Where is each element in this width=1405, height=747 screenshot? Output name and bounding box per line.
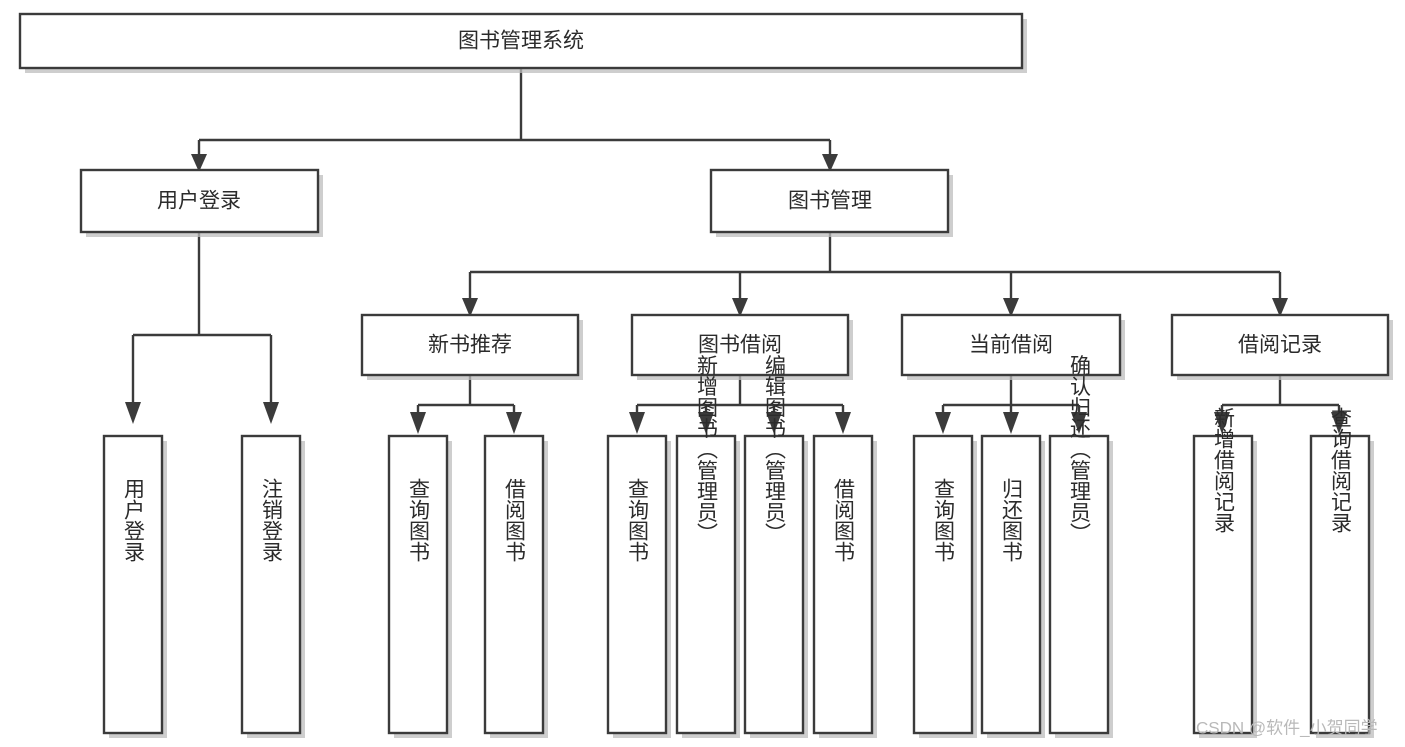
arrow-head-leaf-return-book	[1003, 412, 1019, 434]
node-leaf-borrow-book-1-box[interactable]	[483, 434, 545, 735]
node-borrow-record-label: 借阅记录	[1238, 334, 1322, 357]
node-leaf-query-book-2[interactable]: 查询图书	[606, 434, 671, 738]
node-leaf-edit-book-label: 编辑图书（管理员）	[763, 355, 787, 544]
node-borrow-record-box[interactable]	[1170, 313, 1390, 377]
node-leaf-logout-login-label: 注销登录	[260, 478, 284, 562]
node-new-book-rec-label: 新书推荐	[428, 334, 512, 357]
node-leaf-add-book-box[interactable]	[675, 434, 737, 735]
arrow-head-leaf-query-book-1	[410, 412, 426, 434]
node-leaf-borrow-book-2-label: 借阅图书	[832, 478, 856, 562]
node-leaf-borrow-book-1-label: 借阅图书	[503, 478, 527, 562]
node-leaf-query-book-3-box[interactable]	[912, 434, 974, 735]
arrow-head-new-book-rec	[462, 298, 478, 317]
node-current-borrow-label: 当前借阅	[969, 334, 1053, 357]
arrow-head-leaf-confirm-return	[1071, 412, 1087, 434]
arrow-head-leaf-query-book-3	[935, 412, 951, 434]
arrow-head-book-manage	[822, 154, 838, 172]
node-leaf-query-book-3[interactable]: 查询图书	[912, 434, 977, 738]
node-root-box[interactable]	[18, 12, 1024, 70]
arrow-head-leaf-logout-login	[263, 402, 279, 424]
node-leaf-query-record[interactable]: 查询借阅记录	[1309, 407, 1374, 738]
node-leaf-confirm-return-label: 确认归还（管理员）	[1068, 355, 1092, 544]
node-leaf-borrow-book-2[interactable]: 借阅图书	[812, 434, 877, 738]
arrow-head-leaf-query-record	[1331, 412, 1347, 434]
node-root[interactable]: 图书管理系统	[18, 12, 1027, 73]
node-leaf-add-record-label: 新增借阅记录	[1212, 407, 1236, 533]
arrow-head-leaf-user-login	[125, 402, 141, 424]
node-leaf-user-login-label: 用户登录	[122, 478, 146, 562]
arrow-head-leaf-borrow-book-1	[506, 412, 522, 434]
node-root-label: 图书管理系统	[458, 30, 584, 53]
node-leaf-query-book-2-label: 查询图书	[626, 478, 650, 562]
node-leaf-logout-login[interactable]: 注销登录	[240, 434, 305, 738]
arrow-head-borrow-record	[1272, 298, 1288, 317]
node-book-borrow[interactable]: 图书借阅	[630, 313, 853, 380]
arrow-head-leaf-edit-book	[766, 412, 782, 434]
node-leaf-query-book-1[interactable]: 查询图书	[387, 434, 452, 738]
node-leaf-add-book-label: 新增图书（管理员）	[695, 355, 719, 544]
watermark-label: CSDN @软件_小贺同学	[1196, 718, 1378, 737]
node-book-borrow-label: 图书借阅	[698, 334, 782, 357]
node-leaf-query-book-2-box[interactable]	[606, 434, 668, 735]
arrow-head-leaf-borrow-book-2	[835, 412, 851, 434]
node-leaf-return-book[interactable]: 归还图书	[980, 434, 1045, 738]
node-new-book-rec[interactable]: 新书推荐	[360, 313, 583, 380]
node-leaf-query-book-3-label: 查询图书	[932, 478, 956, 562]
node-book-manage-box[interactable]	[709, 168, 950, 234]
node-leaf-query-record-box[interactable]	[1309, 434, 1371, 735]
node-leaf-logout-login-box[interactable]	[240, 434, 302, 735]
connector-layer	[125, 68, 1347, 434]
node-leaf-borrow-book-2-box[interactable]	[812, 434, 874, 735]
node-leaf-confirm-return[interactable]: 确认归还（管理员）	[1048, 355, 1113, 739]
arrow-head-leaf-add-book	[698, 412, 714, 434]
node-leaf-user-login[interactable]: 用户登录	[102, 434, 167, 738]
node-leaf-add-record[interactable]: 新增借阅记录	[1192, 407, 1257, 738]
node-new-book-rec-box[interactable]	[360, 313, 580, 377]
node-borrow-record[interactable]: 借阅记录	[1170, 313, 1393, 380]
node-leaf-confirm-return-box[interactable]	[1048, 434, 1110, 735]
node-leaf-edit-book-box[interactable]	[743, 434, 805, 735]
node-leaf-query-record-label: 查询借阅记录	[1329, 407, 1353, 533]
arrow-head-leaf-query-book-2	[629, 412, 645, 434]
node-leaf-add-record-box[interactable]	[1192, 434, 1254, 735]
node-leaf-query-book-1-box[interactable]	[387, 434, 449, 735]
node-user-login[interactable]: 用户登录	[79, 168, 323, 237]
node-leaf-return-book-box[interactable]	[980, 434, 1042, 735]
node-leaf-return-book-label: 归还图书	[1000, 478, 1024, 562]
node-leaf-user-login-box[interactable]	[102, 434, 164, 735]
node-user-login-box[interactable]	[79, 168, 320, 234]
node-leaf-add-book[interactable]: 新增图书（管理员）	[675, 355, 740, 739]
arrow-head-leaf-add-record	[1214, 412, 1230, 434]
node-current-borrow[interactable]: 当前借阅	[900, 313, 1125, 380]
node-user-login-label: 用户登录	[157, 190, 241, 213]
node-book-manage-label: 图书管理	[788, 190, 872, 213]
arrow-head-current-borrow	[1003, 298, 1019, 317]
node-leaf-borrow-book-1[interactable]: 借阅图书	[483, 434, 548, 738]
node-current-borrow-box[interactable]	[900, 313, 1122, 377]
node-book-manage[interactable]: 图书管理	[709, 168, 953, 237]
arrow-head-book-borrow	[732, 298, 748, 317]
node-book-borrow-box[interactable]	[630, 313, 850, 377]
node-leaf-edit-book[interactable]: 编辑图书（管理员）	[743, 355, 808, 739]
arrow-head-user-login	[191, 154, 207, 172]
node-leaf-query-book-1-label: 查询图书	[407, 478, 431, 562]
